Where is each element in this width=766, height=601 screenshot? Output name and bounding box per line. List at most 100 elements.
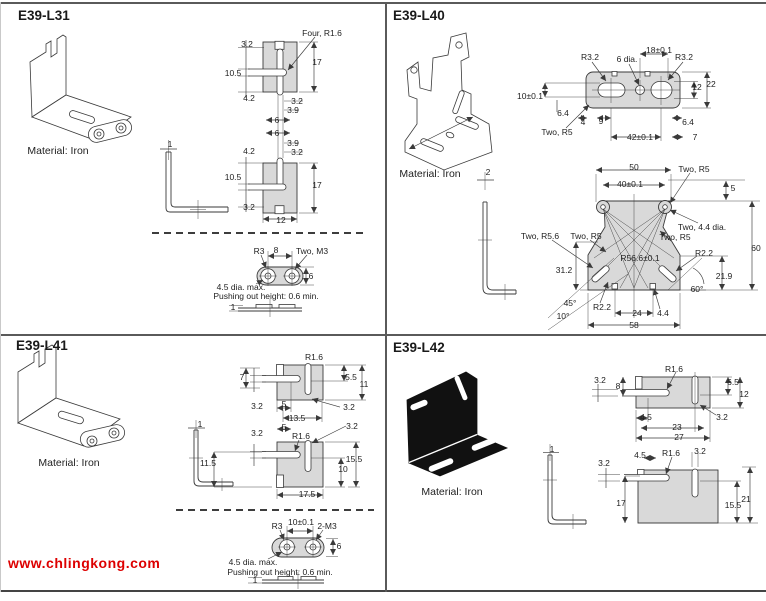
- dimension-label: Two, R5: [570, 230, 602, 241]
- l31-nut-plate-drawing: [229, 251, 314, 317]
- dimension-label: 4.5 dia. max.: [216, 281, 266, 292]
- l42-isometric-view: [406, 371, 509, 477]
- dimension-label: R1.6: [305, 351, 323, 362]
- dimension-label: 45°: [563, 297, 577, 308]
- l31-dimension-drawing: [152, 36, 364, 234]
- l40-isometric-view: [404, 32, 493, 171]
- dimension-label: R3: [271, 520, 283, 531]
- dimension-label: R3.2: [675, 51, 693, 62]
- dimension-label: 31.2: [555, 264, 573, 275]
- section-title-l42: E39-L42: [393, 340, 445, 355]
- dimension-label: 1: [230, 301, 236, 312]
- dimension-label: 12: [276, 214, 286, 225]
- watermark-text: www.chlingkong.com: [8, 555, 161, 571]
- material-label-l40: Material: Iron: [399, 168, 461, 180]
- top-border: [0, 2, 766, 4]
- dimension-label: Two, R5: [541, 126, 573, 137]
- dimension-label: 15.5: [345, 453, 363, 464]
- dimension-label: Two, M3: [295, 245, 329, 256]
- dimension-label: 1: [167, 138, 173, 149]
- dimension-label: 6.4: [557, 107, 569, 118]
- dimension-label: 13.5: [288, 412, 306, 423]
- dimension-label: 4.4: [657, 307, 669, 318]
- dimension-label: 5: [281, 398, 287, 409]
- dimension-label: Two, 4.4 dia.: [677, 221, 727, 232]
- dimension-label: 3.2: [291, 95, 303, 106]
- vertical-divider: [385, 2, 387, 592]
- dimension-label: 24: [632, 307, 642, 318]
- dimension-label: 12: [739, 388, 749, 399]
- dimension-label: 3.2: [346, 420, 358, 431]
- dimension-label: 2: [485, 166, 491, 177]
- dimension-label: 12: [692, 81, 702, 92]
- left-border: [0, 2, 1, 592]
- dimension-label: 17: [312, 56, 322, 67]
- dimension-label: 5: [730, 182, 736, 193]
- dimension-label: 60: [751, 242, 761, 253]
- dimension-label: Two, R5: [659, 231, 691, 242]
- dimension-label: 1: [549, 443, 555, 454]
- bottom-border: [0, 590, 766, 592]
- dimension-label: 5: [281, 421, 287, 432]
- l40-top-view-drawing: [542, 51, 711, 141]
- l42-side-view: [543, 444, 587, 529]
- dimension-label: 60°: [690, 283, 704, 294]
- material-label-l42: Material: Iron: [421, 486, 483, 498]
- dimension-label: 1: [252, 574, 258, 585]
- dimension-label: 11: [359, 378, 369, 389]
- dimension-label: R3.2: [581, 51, 599, 62]
- dimension-label: 4.5: [640, 411, 652, 422]
- dimension-label: 6 dia.: [616, 53, 638, 64]
- dimension-label: 6: [336, 540, 342, 551]
- dimension-label: 21.9: [715, 270, 733, 281]
- dimension-label: 10: [338, 463, 348, 474]
- dimension-label: Two, R5.6: [520, 230, 560, 241]
- dimension-label: R3: [253, 245, 265, 256]
- material-label-l41: Material: Iron: [38, 457, 100, 469]
- dimension-label: 6: [274, 127, 280, 138]
- section-title-l40: E39-L40: [393, 8, 445, 23]
- dimension-label: 4.2: [243, 92, 255, 103]
- dimension-label: 17: [312, 179, 322, 190]
- dimension-label: 3.2: [716, 411, 728, 422]
- dimension-label: 50: [629, 161, 639, 172]
- dimension-label: 6.5: [727, 376, 739, 387]
- dimension-label: 4: [580, 116, 586, 127]
- dimension-label: 42±0.1: [627, 131, 653, 142]
- dimension-label: Pushing out height: 0.6 min.: [213, 290, 319, 301]
- dimension-label: 10.5: [224, 171, 242, 182]
- l31-isometric-view: [29, 34, 132, 143]
- l31-side-view: [160, 140, 229, 219]
- l40-front-view-drawing: [547, 167, 760, 331]
- dimension-label: 7: [239, 371, 245, 382]
- dimension-label: 21: [741, 493, 751, 504]
- dimension-label: 3.2: [343, 401, 355, 412]
- dimension-label: 4.2: [243, 145, 255, 156]
- dimension-label: R56.6±0.1: [620, 252, 660, 263]
- dimension-label: 18±0.1: [646, 44, 672, 55]
- dimension-label: 27: [674, 431, 684, 442]
- dimension-label: 10°: [556, 310, 570, 321]
- dimension-label: 3.2: [291, 146, 303, 157]
- dimension-label: 3.2: [694, 445, 706, 456]
- dimension-label: R1.6: [662, 447, 680, 458]
- dimension-label: 9: [598, 115, 604, 126]
- section-title-l41: E39-L41: [16, 338, 68, 353]
- dimension-label: Two, R5: [678, 163, 710, 174]
- dimension-label: 7: [692, 131, 698, 142]
- l41-nut-plate-drawing: [248, 526, 338, 589]
- dimension-label: 23: [672, 421, 682, 432]
- dimension-label: 10±0.1: [288, 516, 314, 527]
- dimension-label: Four, R1.6: [302, 27, 342, 38]
- dimension-label: 3.2: [251, 427, 263, 438]
- dimension-label: 3.2: [598, 457, 610, 468]
- dimension-label: Pushing out height: 0.6 min.: [227, 566, 333, 577]
- horizontal-divider: [0, 334, 766, 336]
- dimension-label: 40±0.1: [617, 178, 643, 189]
- dimension-label: 3.2: [594, 374, 606, 385]
- dimension-label: R2.2: [695, 247, 713, 258]
- dimension-label: 11.5: [200, 457, 216, 468]
- dimension-label: R1.6: [665, 363, 683, 374]
